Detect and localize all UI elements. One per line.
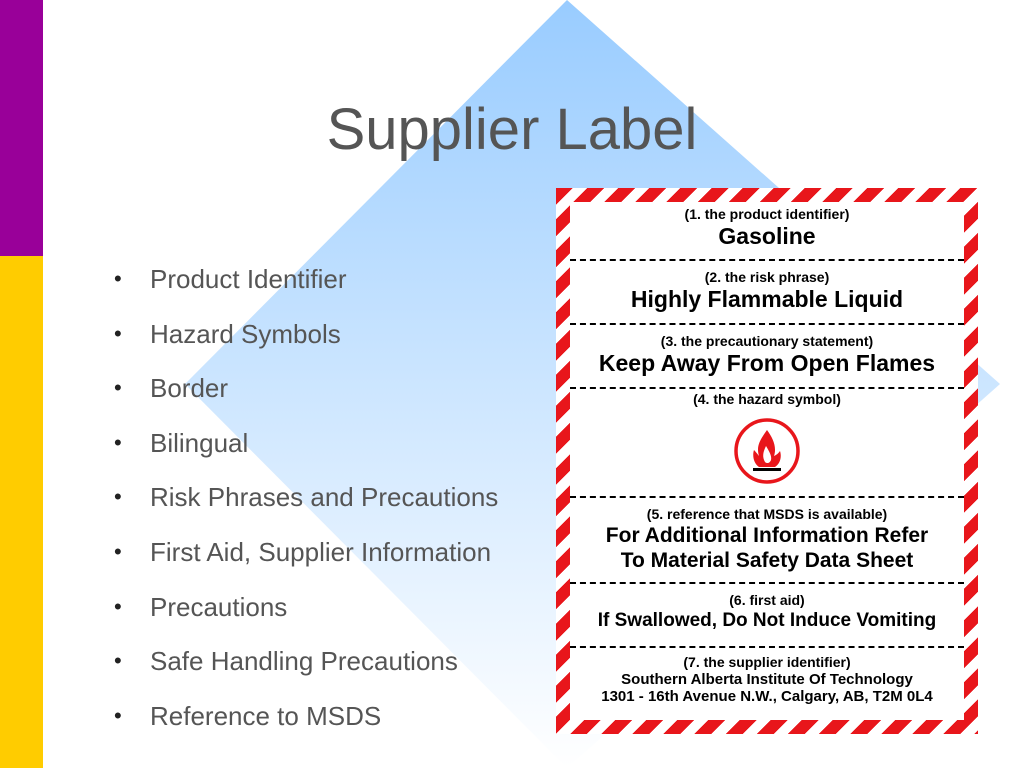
product-identifier-text: Gasoline xyxy=(718,223,816,249)
msds-reference-line-2: To Material Safety Data Sheet xyxy=(620,549,914,572)
risk-phrase-text: Highly Flammable Liquid xyxy=(630,286,904,312)
first-aid-text: If Swallowed, Do Not Induce Vomiting xyxy=(597,610,937,631)
bullet-icon: • xyxy=(114,538,122,564)
list-item: • Risk Phrases and Precautions xyxy=(112,480,498,535)
bullet-icon: • xyxy=(114,375,122,401)
list-item: • First Aid, Supplier Information xyxy=(112,535,498,590)
flame-in-circle-icon xyxy=(734,418,800,484)
section-caption: (1. the product identifier) xyxy=(684,206,850,222)
list-item-text: First Aid, Supplier Information xyxy=(150,536,492,567)
label-section-msds-reference: (5. reference that MSDS is available) Fo… xyxy=(570,498,964,584)
bullet-icon: • xyxy=(114,593,122,619)
bullet-icon: • xyxy=(114,266,122,291)
list-item: • Safe Handling Precautions xyxy=(112,644,498,699)
supplier-label-body: (1. the product identifier) Gasoline (2.… xyxy=(570,202,964,720)
section-caption: (5. reference that MSDS is available) xyxy=(646,506,888,522)
label-section-supplier-identifier: (7. the supplier identifier) Southern Al… xyxy=(570,648,964,720)
list-item: • Precautions xyxy=(112,590,498,645)
list-item: • Product Identifier xyxy=(112,262,498,317)
precautionary-statement-text: Keep Away From Open Flames xyxy=(598,350,936,376)
list-item-text: Hazard Symbols xyxy=(150,318,341,349)
list-item: • Bilingual xyxy=(112,426,498,481)
label-section-first-aid: (6. first aid) If Swallowed, Do Not Indu… xyxy=(570,584,964,648)
list-item-text: Bilingual xyxy=(150,427,249,458)
supplier-name: Southern Alberta Institute Of Technology xyxy=(621,671,913,688)
left-accent-bar-yellow xyxy=(0,256,43,768)
section-caption: (3. the precautionary statement) xyxy=(660,333,874,349)
list-item-text: Precautions xyxy=(150,591,288,622)
slide-title: Supplier Label xyxy=(326,97,698,162)
section-caption: (7. the supplier identifier) xyxy=(683,654,851,670)
section-caption: (2. the risk phrase) xyxy=(704,269,830,285)
list-item-text: Safe Handling Precautions xyxy=(150,646,458,677)
bullet-list: • Product Identifier • Hazard Symbols • Bor… xyxy=(112,262,498,753)
label-section-risk-phrase: (2. the risk phrase) Highly Flammable Li… xyxy=(570,261,964,325)
supplier-label-image: (1. the product identifier) Gasoline (2.… xyxy=(556,188,978,734)
section-caption: (4. the hazard symbol) xyxy=(693,391,841,407)
left-accent-bar-purple xyxy=(0,0,43,256)
label-section-precautionary-statement: (3. the precautionary statement) Keep Aw… xyxy=(570,325,964,389)
list-item-text: Product Identifier xyxy=(150,264,347,294)
label-section-hazard-symbol: (4. the hazard symbol) xyxy=(570,389,964,498)
bullet-icon: • xyxy=(114,484,122,510)
bullet-icon: • xyxy=(114,429,122,455)
supplier-address: 1301 - 16th Avenue N.W., Calgary, AB, T2… xyxy=(601,688,933,705)
list-item-text: Reference to MSDS xyxy=(150,700,382,731)
list-item: • Hazard Symbols xyxy=(112,317,498,372)
list-item-text: Risk Phrases and Precautions xyxy=(150,482,499,513)
list-item-text: Border xyxy=(150,373,229,404)
list-item: • Border xyxy=(112,371,498,426)
label-section-product-identifier: (1. the product identifier) Gasoline xyxy=(570,202,964,261)
list-item: • Reference to MSDS xyxy=(112,699,498,754)
bullet-icon: • xyxy=(114,320,122,346)
bullet-icon: • xyxy=(114,648,122,674)
section-caption: (6. first aid) xyxy=(729,592,805,608)
msds-reference-line-1: For Additional Information Refer xyxy=(605,524,929,547)
bullet-icon: • xyxy=(114,702,122,728)
